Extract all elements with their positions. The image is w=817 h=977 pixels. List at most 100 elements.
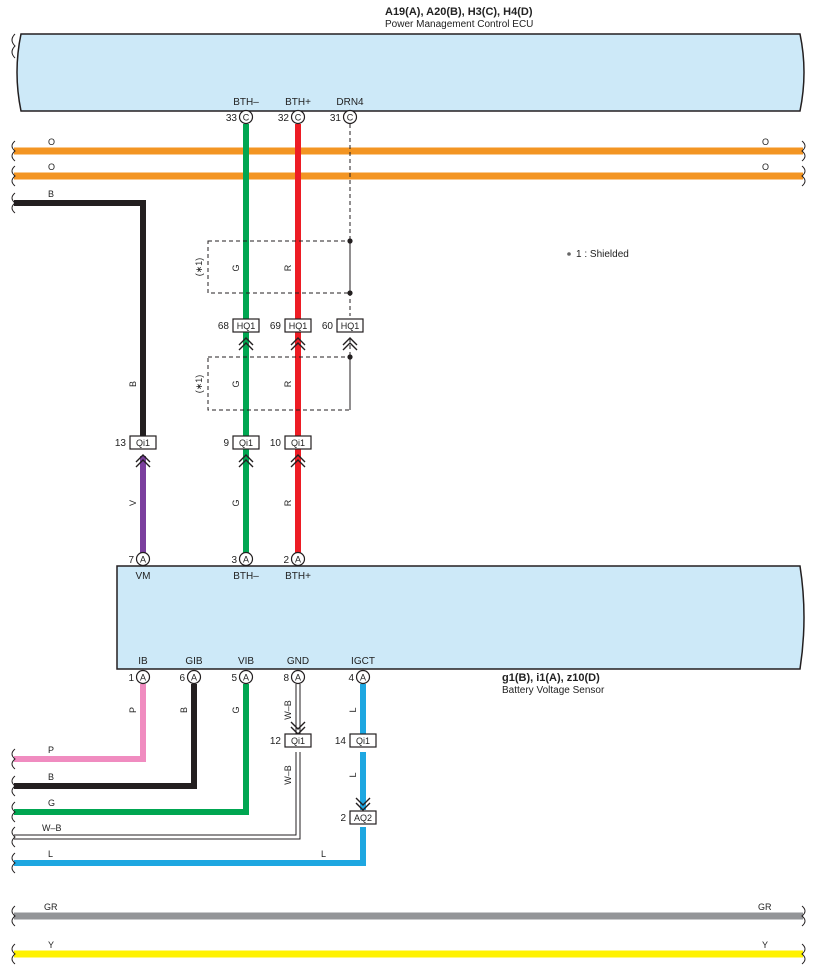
pin-number: 7 <box>128 555 134 566</box>
connector-hq1-69: HQ1 69 <box>270 318 312 351</box>
shield-junction <box>347 354 353 360</box>
pin-letter: A <box>360 673 366 683</box>
wire-label-white-black-lower: W–B <box>283 765 293 785</box>
wire-label-yellow-left: Y <box>48 940 54 950</box>
shield-junction <box>347 290 353 296</box>
pin-label: BTH– <box>233 97 259 108</box>
connector-box <box>284 318 312 333</box>
connector-aq2-2: AQ2 2 <box>340 797 377 825</box>
wire-label-gray-right: GR <box>758 902 772 912</box>
connector-name: Qi1 <box>291 438 305 448</box>
connector-number: 68 <box>218 321 230 332</box>
pin-label: IB <box>138 656 148 667</box>
pin-circle <box>290 551 306 567</box>
wire-label-green-horizontal: G <box>48 798 55 808</box>
wire-label-violet: V <box>128 500 138 506</box>
pin-letter: A <box>191 673 197 683</box>
wire-label-red-middle: R <box>283 380 293 387</box>
connector-qi1-10: Qi1 10 <box>270 435 312 468</box>
connector-name: HQ1 <box>289 321 308 331</box>
pin-label: VM <box>136 571 151 582</box>
shield-box-lower <box>207 356 351 411</box>
wire-label-blue-middle: L <box>348 772 358 777</box>
pin-circle <box>135 669 151 685</box>
connector-chevron-icon <box>290 454 306 468</box>
pin-number: 32 <box>278 113 290 124</box>
wire-label-green-vib: G <box>231 706 241 713</box>
wire-label-gray-left: GR <box>44 902 58 912</box>
connector-box <box>129 435 157 450</box>
ecu-codes: A19(A), A20(B), H3(C), H4(D) <box>385 6 533 18</box>
sensor-pin-8: GND A 8 <box>283 656 309 685</box>
sensor-pin-4: IGCT A 4 <box>348 656 375 685</box>
pin-number: 33 <box>226 113 238 124</box>
pin-label: GIB <box>185 656 203 667</box>
connector-qi1-12: Qi1 12 <box>270 721 312 748</box>
pin-letter: C <box>243 113 250 123</box>
pin-number: 3 <box>231 555 237 566</box>
wire-label-orange-top-left: O <box>48 137 55 147</box>
wire-green-vib <box>14 684 249 815</box>
wire-label-blue-horizontal-left: L <box>48 849 53 859</box>
connector-chevron-icon <box>238 454 254 468</box>
wire-label-blue-upper: L <box>348 707 358 712</box>
connector-number: 14 <box>335 736 347 747</box>
pin-number: 4 <box>348 673 354 684</box>
connector-box <box>284 733 312 748</box>
connector-box <box>349 810 377 825</box>
pin-label: DRN4 <box>336 97 364 108</box>
connector-name: HQ1 <box>237 321 256 331</box>
pin-circle <box>342 109 358 125</box>
ecu-pin-32: BTH+ C 32 <box>278 97 311 125</box>
connector-number: 13 <box>115 438 127 449</box>
pin-circle <box>290 109 306 125</box>
sensor-pin-7: A 7 VM <box>128 551 151 582</box>
wire-black-gib <box>14 684 197 789</box>
wire-label-orange-bottom-right: O <box>762 162 769 172</box>
pin-label: GND <box>287 656 309 667</box>
pin-letter: A <box>295 673 301 683</box>
wire-blue-igct <box>14 684 366 866</box>
connector-box <box>232 435 260 450</box>
wire-label-green-middle: G <box>231 380 241 387</box>
pin-circle <box>238 669 254 685</box>
shield-note-bullet <box>567 252 571 256</box>
ecu-pin-31: DRN4 C 31 <box>330 97 364 125</box>
ecu-pin-33: BTH– C 33 <box>226 97 259 125</box>
pin-number: 2 <box>283 555 289 566</box>
pin-label: VIB <box>238 656 254 667</box>
pin-letter: C <box>295 113 302 123</box>
connector-chevron-icon <box>135 454 151 468</box>
wire-label-black-top: B <box>48 189 54 199</box>
pin-number: 5 <box>231 673 237 684</box>
connector-number: 9 <box>223 438 229 449</box>
wire-label-black-gib-horizontal: B <box>48 772 54 782</box>
pin-number: 6 <box>179 673 185 684</box>
connector-number: 69 <box>270 321 282 332</box>
pin-circle <box>290 669 306 685</box>
sensor-box <box>116 565 805 670</box>
pin-letter: A <box>243 673 249 683</box>
pin-letter: A <box>140 555 146 565</box>
pin-letter: A <box>295 555 301 565</box>
wire-label-white-black-horizontal: W–B <box>42 823 62 833</box>
connector-chevron-icon <box>355 797 371 811</box>
shield-mark-upper: (∗1) <box>194 258 204 277</box>
wire-label-orange-top-right: O <box>762 137 769 147</box>
pin-number: 8 <box>283 673 289 684</box>
wire-label-red-lower: R <box>283 499 293 506</box>
shield-box-upper <box>207 240 351 294</box>
connector-qi1-13: Qi1 13 <box>115 435 157 468</box>
connector-qi1-14: Qi1 14 <box>335 733 377 748</box>
wire-label-orange-bottom-left: O <box>48 162 55 172</box>
pin-number: 31 <box>330 113 342 124</box>
wire-white-black-gnd-core <box>14 684 300 839</box>
sensor-pin-2: A 2 BTH+ <box>283 551 311 582</box>
pin-letter: C <box>347 113 354 123</box>
pin-letter: A <box>140 673 146 683</box>
wire-label-white-black-upper: W–B <box>283 700 293 720</box>
sensor-codes: g1(B), i1(A), z10(D) <box>502 672 600 684</box>
pin-label: IGCT <box>351 656 375 667</box>
connector-number: 10 <box>270 438 282 449</box>
connector-hq1-60: HQ1 60 <box>322 318 364 351</box>
